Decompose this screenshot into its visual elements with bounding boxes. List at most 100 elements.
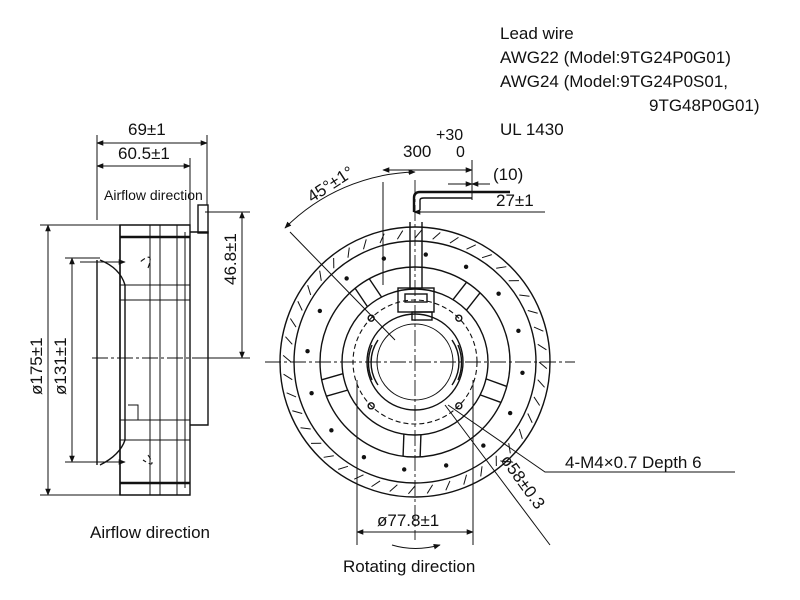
ring-hole <box>496 291 501 296</box>
dim-inner-diameter-label: ø131±1 <box>51 337 70 395</box>
lead-wire <box>412 190 472 212</box>
spokes <box>321 278 508 457</box>
connector-pin <box>404 293 428 303</box>
dim-outer-diameter-label: ø175±1 <box>27 337 46 395</box>
spoke-edge <box>354 287 369 308</box>
blade-slot <box>408 485 416 495</box>
rotating-arrow <box>391 544 441 550</box>
airflow-label-large: Airflow direction <box>90 523 210 542</box>
airflow-label-small: Airflow direction <box>104 187 203 203</box>
spoke-edge <box>321 373 344 381</box>
front-view: 300 +30 0 (10) 27±1 45°±1° ø77.8±1 ø58±0… <box>265 127 735 576</box>
angle-leg <box>289 231 396 341</box>
blade-slot <box>389 484 398 492</box>
blade-slot <box>347 247 350 258</box>
arc-slot-left-inner <box>370 339 379 386</box>
blade-slot <box>480 466 483 477</box>
lead-wire-spec: Lead wire AWG22 (Model:9TG24P0G01) AWG24… <box>500 24 760 139</box>
arc-slot-right-inner <box>451 339 460 386</box>
spoke-edge <box>452 281 468 301</box>
spoke-edge <box>465 292 481 311</box>
dim-width-overall-label: 69±1 <box>128 120 166 139</box>
ring-hole <box>329 428 334 433</box>
ring-hole <box>520 370 525 375</box>
rotating-label: Rotating direction <box>343 557 475 576</box>
blade-slot <box>363 239 367 250</box>
ring-hole <box>344 276 349 281</box>
blade-slot <box>292 410 303 414</box>
arc-slot-right <box>457 344 463 381</box>
lead-wire-title: Lead wire <box>500 24 574 43</box>
dim-angle-arc <box>284 169 416 229</box>
side-view: 69±1 60.5±1 Airflow direction <box>27 120 250 542</box>
ring-hole <box>305 349 310 354</box>
ring-hole <box>317 308 323 314</box>
bolt-circle-leader <box>444 404 551 546</box>
dim-lead-offset-label: 27±1 <box>496 191 534 210</box>
ring-hole <box>402 467 407 472</box>
blade-slot <box>426 484 434 494</box>
screw-spec-label: 4-M4×0.7 Depth 6 <box>565 453 702 472</box>
dim-hub-diameter-label: ø77.8±1 <box>377 511 439 530</box>
blade-slot <box>508 443 511 454</box>
blade-slot <box>414 229 422 239</box>
blade-slot <box>538 361 548 369</box>
dim-lead-length-label: 300 <box>403 142 431 161</box>
arc-slot-left <box>367 344 373 381</box>
blade-slot <box>466 244 476 250</box>
airflow-arrow-top <box>139 256 151 269</box>
ring-hole <box>516 328 521 334</box>
spoke-edge <box>402 434 405 457</box>
blade-slot <box>354 474 364 480</box>
blade-slot <box>533 326 544 332</box>
blade-slot <box>463 474 467 485</box>
blade-lines <box>120 225 190 495</box>
screw-hole <box>455 314 463 322</box>
blade-slot <box>371 480 381 488</box>
lead-wire-standard: UL 1430 <box>500 120 564 139</box>
ring-holes <box>305 252 525 472</box>
lead-wire-awg24-cont: 9TG48P0G01) <box>649 96 760 115</box>
lead-wire-2 <box>419 197 472 210</box>
dim-bolt-circle-label: ø58±0.3 <box>497 451 549 513</box>
blade-slot <box>285 336 293 345</box>
blade-slot <box>307 285 312 296</box>
connector-base <box>411 311 433 321</box>
blade-slot <box>527 310 538 314</box>
blade-slot <box>432 232 441 240</box>
blade-slot <box>518 428 523 439</box>
ring-hole <box>423 252 428 257</box>
spoke-edge <box>419 434 422 457</box>
blade-slot <box>282 355 292 363</box>
blade-slot <box>445 480 451 491</box>
ring-hole <box>463 264 469 270</box>
screw-hole <box>367 402 375 410</box>
dim-lead-tol-plus: +30 <box>436 127 463 144</box>
lead-wire-awg22: AWG22 (Model:9TG24P0G01) <box>500 48 731 67</box>
dim-strip-label: (10) <box>493 165 523 184</box>
ring-hole <box>481 443 486 448</box>
blade-slot <box>449 236 459 244</box>
blade-slot <box>519 294 530 297</box>
airflow-arrow-bottom <box>142 454 153 465</box>
blade-slot <box>379 233 385 244</box>
blade-slot <box>338 465 349 470</box>
blade-slot <box>481 254 492 259</box>
blade-slot <box>286 392 297 398</box>
blade-slot <box>537 379 545 388</box>
screw-hole <box>455 402 463 410</box>
screw-spec-leader <box>447 404 735 473</box>
ring-hole <box>507 410 513 416</box>
spoke-edge <box>368 278 383 298</box>
blade-slot <box>527 413 533 423</box>
dim-angle-label: 45°±1° <box>304 162 357 206</box>
dim-height-side-label: 46.8±1 <box>221 233 240 285</box>
blade-slot <box>533 396 541 406</box>
ring-hole <box>443 463 449 468</box>
blade-slot <box>496 266 507 269</box>
blade-slot <box>289 318 297 328</box>
lead-exit <box>197 204 209 234</box>
impeller-body <box>119 224 191 496</box>
blade-slot <box>319 270 322 281</box>
